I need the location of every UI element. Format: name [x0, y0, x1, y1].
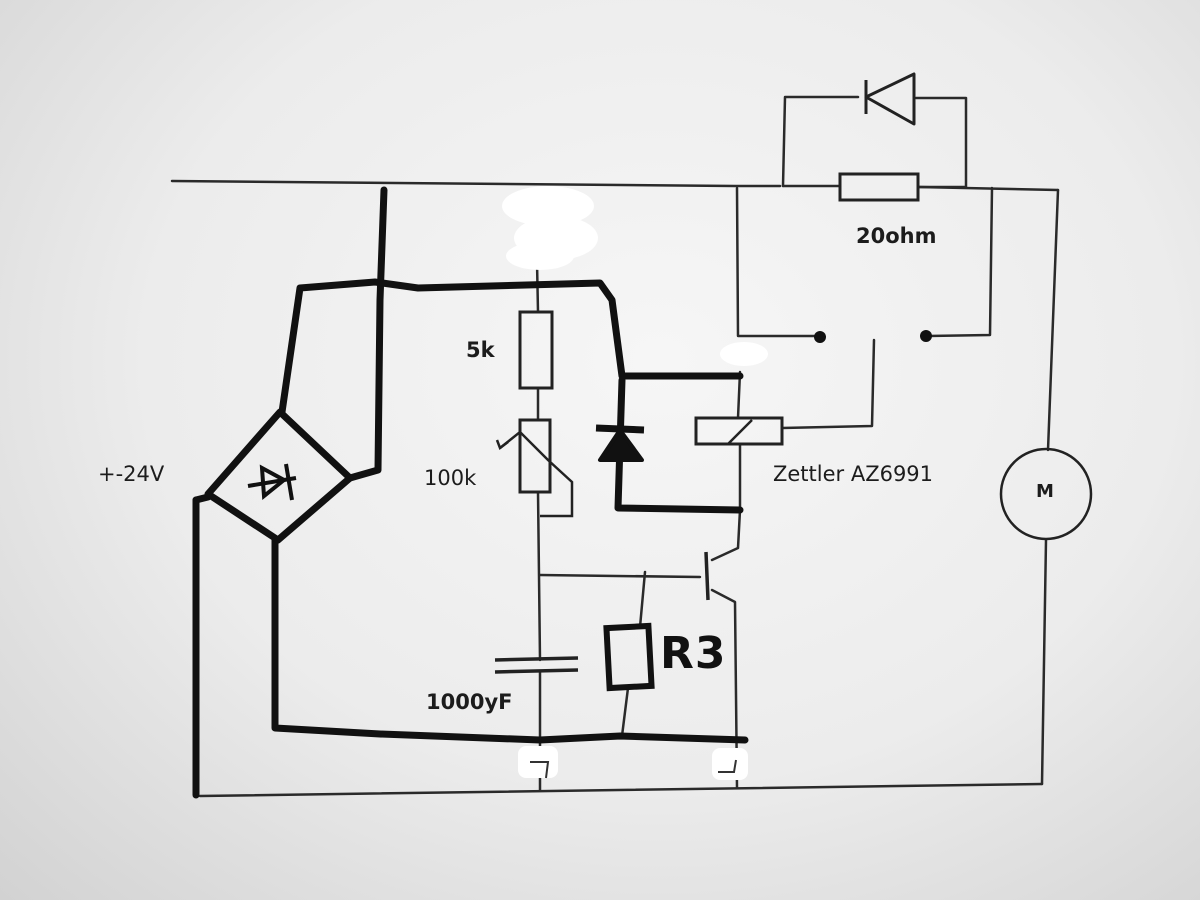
base-wire	[538, 573, 702, 579]
hand-left-bridge-link	[192, 493, 212, 504]
supply-voltage-label: +-24V	[98, 462, 165, 486]
motor-symbol	[999, 447, 1093, 541]
transistor-base-bar	[704, 551, 710, 601]
transistor	[704, 551, 710, 601]
capacitor-plate-bottom	[494, 668, 579, 674]
hand-drawn-wires	[192, 186, 749, 799]
lower-branch-wire	[536, 490, 542, 662]
contact-dot-left	[814, 331, 826, 343]
bridge-diode-arrow	[259, 464, 288, 500]
motor-top-wire	[1046, 188, 1060, 452]
resistor-20ohm	[838, 172, 920, 202]
hand-vertical-wire	[346, 186, 388, 482]
hand-top-loop-wire	[278, 278, 744, 416]
diode-triangle	[598, 428, 644, 462]
capacitor-plate-top	[494, 656, 579, 662]
erased-blob-4	[720, 342, 768, 366]
resistor-20ohm-label: 20ohm	[856, 224, 937, 248]
terminal-mark-left	[530, 761, 550, 779]
motor-label: M	[1036, 481, 1054, 502]
r3-upper-lead	[638, 570, 647, 629]
bridge-rectifier	[204, 408, 354, 544]
bottom-rail-wire	[198, 782, 1044, 798]
potentiometer-100k-label: 100k	[424, 466, 477, 490]
relay-coil	[694, 416, 784, 446]
resistor-r3	[603, 622, 655, 692]
bridge-diode-bar	[284, 463, 294, 501]
motor-bottom-wire	[1040, 538, 1048, 786]
top-rail-wire	[170, 179, 782, 188]
terminal-mark-right	[718, 759, 737, 773]
relay-coil-link-wire	[780, 338, 876, 430]
relay-upper-lead	[736, 370, 742, 420]
erased-terminal-marks	[530, 759, 737, 779]
flyback-right-wire	[914, 96, 968, 189]
relay-coil-body	[694, 416, 784, 446]
pot-wiper	[499, 430, 574, 518]
flyback-diode-triangle	[864, 72, 916, 126]
collector-wire	[710, 508, 742, 562]
erased-blob-3	[506, 242, 574, 270]
hand-diode-loop-wire	[614, 376, 744, 514]
emitter-wire	[710, 588, 739, 790]
relay-coil-slash	[727, 419, 753, 445]
resistor-r3-label: R3	[660, 628, 727, 679]
r3-lower-lead	[620, 686, 630, 738]
bridge-outline	[204, 408, 354, 544]
hand-bottom-wire	[271, 536, 749, 744]
erased-blob-1	[502, 186, 594, 226]
flyback-left-wire	[781, 95, 860, 188]
contact-right-wire	[926, 186, 994, 338]
contact-left-wire	[735, 186, 820, 338]
pot-arrow	[495, 439, 509, 451]
resistor-5k-label: 5k	[466, 338, 495, 362]
pot-body	[518, 418, 552, 494]
contact-dot-right	[920, 330, 932, 342]
capacitor-label: 1000yF	[426, 690, 513, 714]
flyback-diode	[864, 72, 916, 126]
erased-blob-6	[712, 748, 748, 780]
freewheel-diode	[595, 424, 645, 462]
capacitor-1000yf	[494, 656, 579, 674]
relay-label: Zettler AZ6991	[773, 462, 934, 486]
thin-wires	[170, 95, 1060, 798]
resistor-5k	[518, 310, 554, 390]
erased-areas	[502, 186, 768, 780]
potentiometer-100k	[495, 418, 574, 518]
